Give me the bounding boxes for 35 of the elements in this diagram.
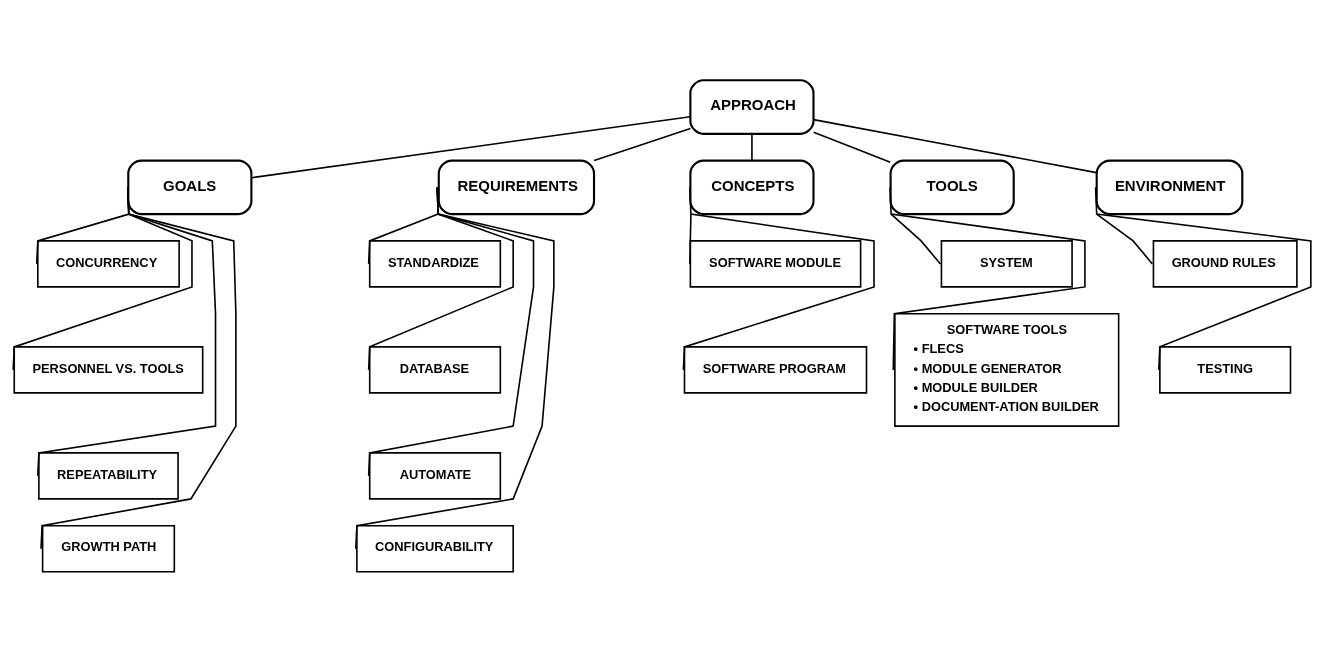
node-box: SOFTWARE TOOLS • FLECS • MODULE GENERATOR • MODULE BUILDER • DOCUMENT-ATION BUILDER xyxy=(894,312,1120,427)
node-box: ENVIRONMENT xyxy=(1095,159,1244,215)
connector xyxy=(35,212,130,265)
connector xyxy=(355,186,555,549)
connector xyxy=(250,115,691,178)
node-box: REQUIREMENTS xyxy=(437,159,596,215)
node-box: SOFTWARE MODULE xyxy=(689,239,862,288)
connector xyxy=(1095,212,1154,265)
connector xyxy=(682,186,875,371)
node-box: GOALS xyxy=(127,159,253,215)
connector xyxy=(1094,186,1312,371)
node-box: TESTING xyxy=(1159,345,1292,394)
node-box: TOOLS xyxy=(889,159,1015,215)
connector xyxy=(751,132,753,161)
node-box: CONCURRENCY xyxy=(37,239,180,288)
node-box: AUTOMATE xyxy=(368,451,502,500)
node-box: REPEATABILITY xyxy=(38,451,179,500)
node-box: SOFTWARE PROGRAM xyxy=(683,345,868,394)
node-box: APPROACH xyxy=(689,78,815,135)
node-box: GROUND RULES xyxy=(1152,239,1298,288)
node-box: PERSONNEL VS. TOOLS xyxy=(13,345,204,394)
connector xyxy=(812,118,1098,173)
node-box: CONFIGURABILITY xyxy=(356,524,514,573)
connector xyxy=(889,186,1086,371)
node-box: CONCEPTS xyxy=(689,159,815,215)
node-box: DATABASE xyxy=(368,345,502,394)
connector xyxy=(890,212,942,265)
node-box: SYSTEM xyxy=(940,239,1073,288)
connector xyxy=(593,127,692,161)
connector xyxy=(689,212,692,265)
node-box: STANDARDIZE xyxy=(368,239,502,288)
node-box: GROWTH PATH xyxy=(41,524,176,573)
connector xyxy=(40,186,237,549)
connector xyxy=(367,212,440,265)
connector xyxy=(812,130,892,163)
